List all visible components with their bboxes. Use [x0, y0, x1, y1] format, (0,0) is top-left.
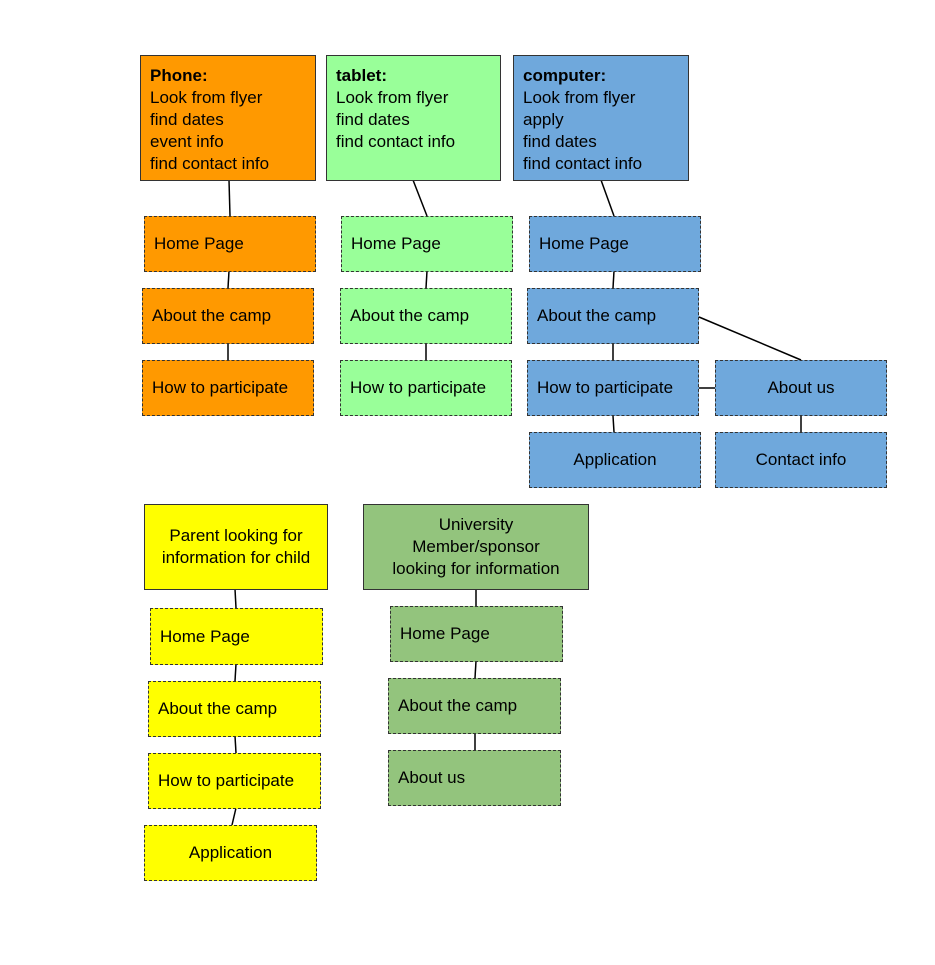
- connector-line: [600, 179, 615, 217]
- connector-line: [234, 663, 237, 682]
- connector-line: [231, 807, 237, 826]
- node-label: About the camp: [398, 696, 518, 715]
- phone-node-about-the-camp: About the camp: [142, 288, 314, 344]
- connector-line: [698, 316, 802, 361]
- node-label: How to participate: [152, 378, 289, 397]
- parent-persona-box: Parent looking for information for child: [144, 504, 328, 590]
- tablet-node-about-the-camp: About the camp: [340, 288, 512, 344]
- tablet-task-line: find dates: [336, 110, 410, 129]
- computer-node-application: Application: [529, 432, 701, 488]
- node-label: Contact info: [755, 450, 847, 469]
- parent-persona-line: Parent looking for: [169, 526, 303, 545]
- node-label: Home Page: [154, 234, 244, 253]
- tablet-header-box: tablet: Look from flyer find dates find …: [326, 55, 501, 181]
- connector-line: [234, 735, 237, 754]
- node-label: About the camp: [152, 306, 272, 325]
- computer-node-contact-info: Contact info: [715, 432, 887, 488]
- computer-task-line: find contact info: [523, 154, 643, 173]
- node-label: Home Page: [351, 234, 441, 253]
- phone-task-line: event info: [150, 132, 224, 151]
- computer-task-line: Look from flyer: [523, 88, 636, 107]
- node-label: Home Page: [160, 626, 250, 646]
- node-label: About the camp: [350, 306, 470, 325]
- parent-node-home-page: Home Page: [150, 608, 323, 665]
- parent-node-application: Application: [144, 825, 317, 881]
- phone-header-box: Phone: Look from flyer find dates event …: [140, 55, 316, 181]
- connector-line: [612, 415, 615, 433]
- parent-node-about-the-camp: About the camp: [148, 681, 321, 737]
- connector-line: [425, 270, 428, 289]
- node-label: How to participate: [537, 378, 674, 397]
- computer-header-box: computer: Look from flyer apply find dat…: [513, 55, 689, 181]
- university-persona-box: University Member/sponsor looking for in…: [363, 504, 589, 590]
- tablet-node-how-to-participate: How to participate: [340, 360, 512, 416]
- connector-line: [474, 660, 477, 679]
- computer-node-how-to-participate: How to participate: [527, 360, 699, 416]
- computer-node-about-the-camp: About the camp: [527, 288, 699, 344]
- university-node-about-us: About us: [388, 750, 561, 806]
- computer-node-home-page: Home Page: [529, 216, 701, 272]
- tablet-task-line: Look from flyer: [336, 88, 449, 107]
- node-label: About us: [767, 378, 835, 397]
- computer-node-about-us: About us: [715, 360, 887, 416]
- university-node-home-page: Home Page: [390, 606, 563, 662]
- connector-line: [412, 179, 428, 217]
- computer-task-line: find dates: [523, 132, 597, 151]
- connector-line: [227, 270, 230, 289]
- connector-line: [612, 270, 615, 289]
- phone-header-title: Phone:: [150, 66, 208, 85]
- computer-task-line: apply: [523, 110, 564, 129]
- university-persona-line: University: [438, 515, 514, 534]
- phone-node-home-page: Home Page: [144, 216, 316, 272]
- computer-header-title: computer:: [523, 66, 607, 85]
- tablet-task-line: find contact info: [336, 132, 456, 151]
- node-label: Home Page: [400, 624, 490, 643]
- tablet-node-home-page: Home Page: [341, 216, 513, 272]
- university-node-about-the-camp: About the camp: [388, 678, 561, 734]
- phone-node-how-to-participate: How to participate: [142, 360, 314, 416]
- phone-task-line: find contact info: [150, 154, 270, 173]
- parent-node-how-to-participate: How to participate: [148, 753, 321, 809]
- tablet-header-title: tablet:: [336, 66, 387, 85]
- parent-persona-line: information for child: [161, 548, 311, 567]
- phone-task-line: find dates: [150, 110, 224, 129]
- node-label: Application: [573, 450, 657, 469]
- node-label: About the camp: [537, 306, 657, 325]
- phone-task-line: Look from flyer: [150, 88, 263, 107]
- university-persona-line: Member/sponsor: [412, 537, 540, 556]
- connector-line: [234, 588, 237, 609]
- node-label: How to participate: [158, 771, 295, 790]
- node-label: Home Page: [539, 234, 629, 253]
- university-persona-line: looking for information: [392, 559, 560, 578]
- node-label: How to participate: [350, 378, 487, 397]
- node-label: Application: [188, 843, 273, 862]
- node-label: About the camp: [158, 699, 278, 718]
- node-label: About us: [398, 768, 466, 787]
- connector-line: [228, 179, 231, 217]
